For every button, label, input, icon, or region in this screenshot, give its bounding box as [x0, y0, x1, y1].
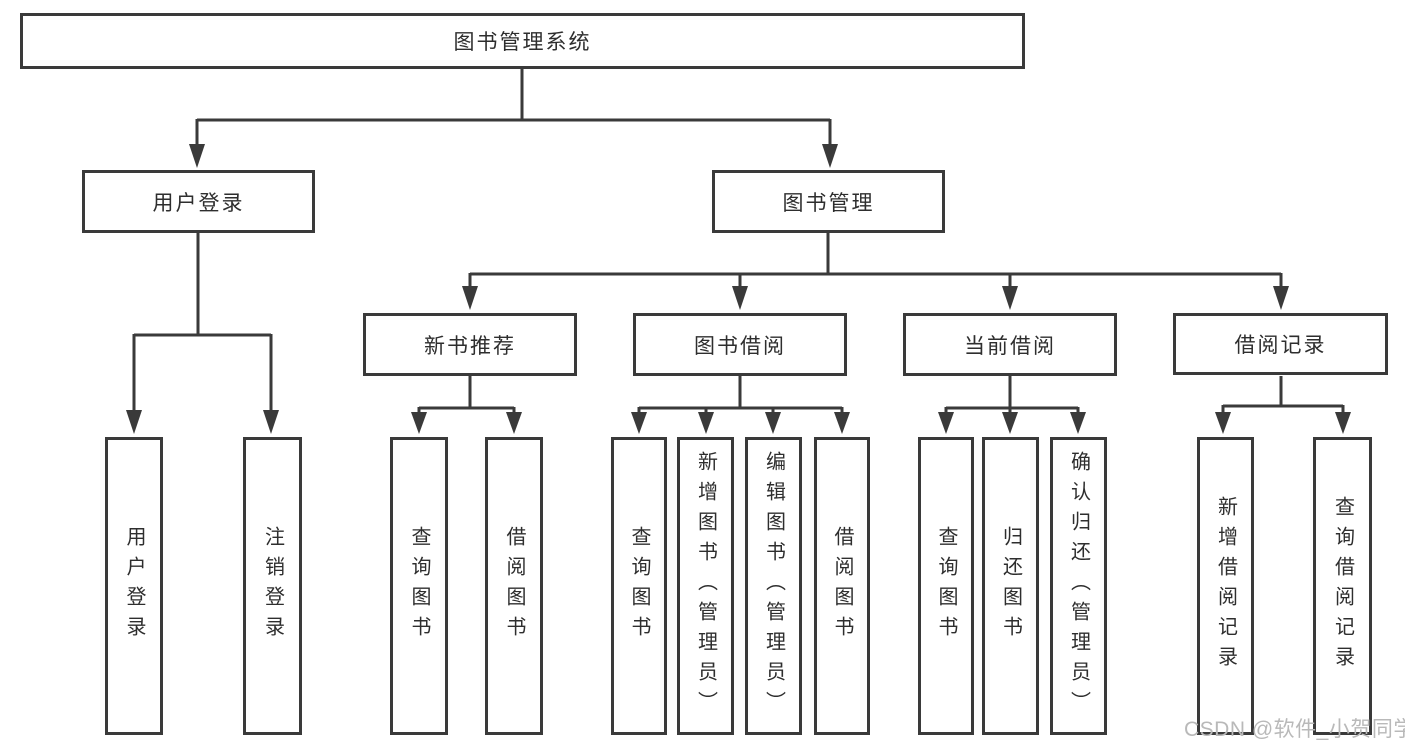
- connector-borrow-to-leaves: [631, 376, 850, 434]
- leaf-edit-book-admin-label: 编辑图书（管理员）: [762, 451, 785, 721]
- leaf-query-book-borrow: 查询图书: [611, 437, 667, 735]
- leaf-logout-label: 注销登录: [261, 526, 284, 646]
- node-new-book-recommend: 新书推荐: [363, 313, 577, 376]
- node-user-login: 用户登录: [82, 170, 315, 233]
- connector-userlogin-to-leaves: [126, 233, 279, 434]
- leaf-borrow-book: 借阅图书: [814, 437, 870, 735]
- node-book-borrow: 图书借阅: [633, 313, 847, 376]
- leaf-query-book-borrow-label: 查询图书: [628, 526, 650, 646]
- leaf-user-login-label: 用户登录: [123, 526, 145, 646]
- leaf-borrow-book-recommend: 借阅图书: [485, 437, 543, 735]
- node-new-book-recommend-label: 新书推荐: [424, 334, 516, 358]
- leaf-add-borrow-record-label: 新增借阅记录: [1214, 496, 1237, 676]
- node-borrow-records-label: 借阅记录: [1234, 334, 1327, 357]
- leaf-query-book-current-label: 查询图书: [935, 526, 957, 646]
- connector-bookmgmt-to-level3: [462, 233, 1289, 310]
- leaf-borrow-book-label: 借阅图书: [831, 526, 853, 646]
- leaf-return-book-label: 归还图书: [999, 526, 1022, 646]
- connector-current-to-leaves: [938, 376, 1086, 434]
- leaf-query-book-recommend-label: 查询图书: [408, 526, 430, 646]
- leaf-add-book-admin: 新增图书（管理员）: [677, 437, 734, 735]
- leaf-query-borrow-record-label: 查询借阅记录: [1331, 496, 1354, 676]
- node-borrow-records: 借阅记录: [1173, 313, 1388, 375]
- leaf-logout: 注销登录: [243, 437, 302, 735]
- connector-root-to-level2: [189, 69, 838, 168]
- leaf-confirm-return-admin-label: 确认归还（管理员）: [1067, 451, 1090, 721]
- leaf-add-book-admin-label: 新增图书（管理员）: [694, 451, 717, 721]
- node-book-borrow-label: 图书借阅: [694, 334, 786, 358]
- node-book-management-label: 图书管理: [782, 191, 875, 215]
- leaf-borrow-book-recommend-label: 借阅图书: [503, 526, 525, 646]
- leaf-query-book-recommend: 查询图书: [390, 437, 448, 735]
- node-book-management: 图书管理: [712, 170, 945, 233]
- node-user-login-label: 用户登录: [152, 191, 245, 215]
- node-root: 图书管理系统: [20, 13, 1025, 69]
- node-current-borrow: 当前借阅: [903, 313, 1117, 376]
- leaf-user-login: 用户登录: [105, 437, 163, 735]
- leaf-query-book-current: 查询图书: [918, 437, 974, 735]
- leaf-edit-book-admin: 编辑图书（管理员）: [745, 437, 802, 735]
- csdn-watermark: CSDN @软件_小贺同学: [1184, 718, 1405, 741]
- leaf-add-borrow-record: 新增借阅记录: [1197, 437, 1254, 735]
- node-root-label: 图书管理系统: [453, 31, 592, 54]
- node-current-borrow-label: 当前借阅: [964, 334, 1056, 358]
- leaf-confirm-return-admin: 确认归还（管理员）: [1050, 437, 1107, 735]
- connector-records-to-leaves: [1215, 376, 1351, 434]
- leaf-query-borrow-record: 查询借阅记录: [1313, 437, 1372, 735]
- connector-recommend-to-leaves: [411, 376, 522, 434]
- leaf-return-book: 归还图书: [982, 437, 1039, 735]
